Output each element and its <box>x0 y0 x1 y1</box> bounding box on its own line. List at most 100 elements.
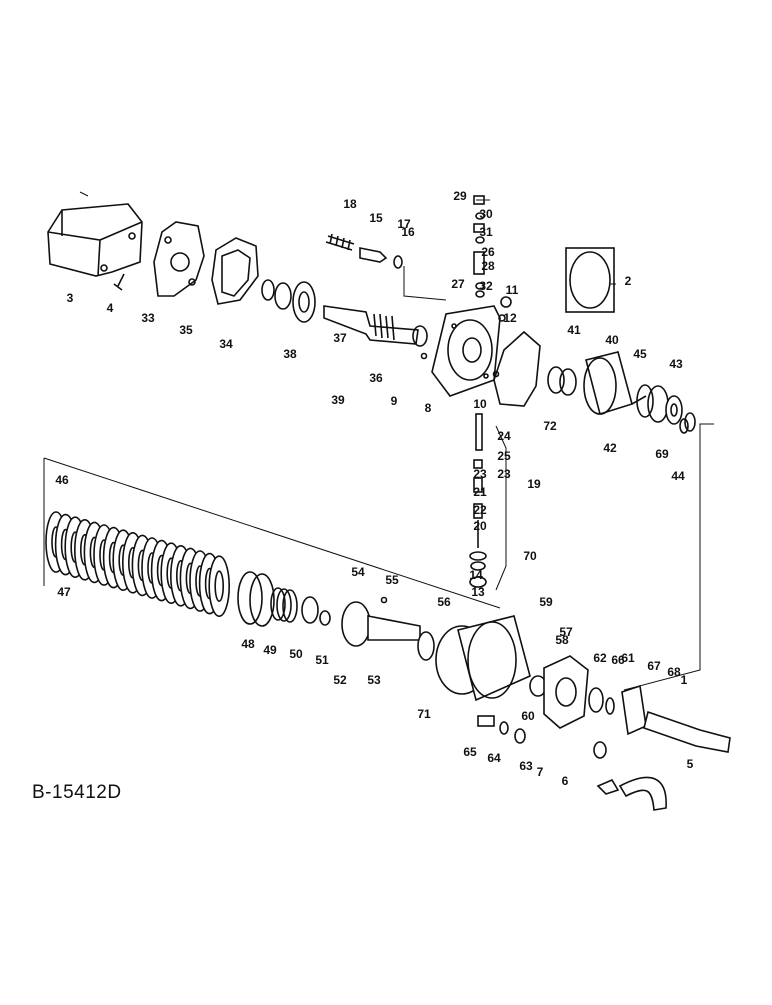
callout-17: 17 <box>397 217 411 231</box>
part-49-plate <box>237 571 263 625</box>
callout-2: 2 <box>625 274 632 288</box>
callout-18: 18 <box>343 197 357 211</box>
part-67-bracket <box>621 684 647 736</box>
part-54-gear-shaft <box>341 601 421 647</box>
callout-45: 45 <box>633 347 647 361</box>
part-64-washer <box>499 721 509 735</box>
callout-32: 32 <box>479 279 493 293</box>
part-5-tube <box>618 776 667 811</box>
callout-30: 30 <box>479 207 493 221</box>
callout-13: 13 <box>471 585 485 599</box>
callout-24: 24 <box>497 429 511 443</box>
part-71-ring <box>679 418 689 434</box>
part-47-48-clutch-pack <box>45 511 230 618</box>
callout-10: 10 <box>473 397 487 411</box>
callout-50: 50 <box>289 647 303 661</box>
callout-23: 23 <box>473 467 487 481</box>
callout-49: 49 <box>263 643 277 657</box>
part-42-rings <box>547 366 577 396</box>
part-15-plunger <box>359 247 388 263</box>
callout-51: 51 <box>315 653 329 667</box>
callout-31: 31 <box>479 225 493 239</box>
callout-67: 67 <box>647 659 661 673</box>
part-57-housing <box>457 615 531 702</box>
callout-39: 39 <box>331 393 345 407</box>
part-8-housing <box>431 305 501 397</box>
part-41-drum <box>583 351 647 416</box>
callout-53: 53 <box>367 673 381 687</box>
part-44-hub <box>665 395 683 425</box>
part-65-pin <box>477 715 495 727</box>
callout-22: 22 <box>473 503 487 517</box>
callout-33: 33 <box>141 311 155 325</box>
callout-37: 37 <box>333 331 347 345</box>
callout-72: 72 <box>543 419 557 433</box>
callout-48: 48 <box>241 637 255 651</box>
part-56-ball <box>380 596 388 604</box>
part-73-gasket <box>493 330 541 407</box>
callout-14: 14 <box>469 568 483 582</box>
callout-58: 58 <box>555 633 569 647</box>
callout-43: 43 <box>669 357 683 371</box>
part-61-bearing <box>588 687 604 713</box>
callout-28: 28 <box>481 259 495 273</box>
callout-6: 6 <box>562 774 569 788</box>
callout-41: 41 <box>567 323 581 337</box>
callout-61: 61 <box>621 651 635 665</box>
callout-20: 20 <box>473 519 487 533</box>
part-35-ring <box>261 279 275 301</box>
part-38-snap-ring <box>412 325 428 347</box>
part-4-bolt <box>113 273 125 291</box>
part-52-washer <box>301 596 319 624</box>
callout-64: 64 <box>487 751 501 765</box>
callout-9: 9 <box>391 394 398 408</box>
part-46-ring <box>636 384 654 418</box>
callout-63: 63 <box>519 759 533 773</box>
callout-60: 60 <box>521 709 535 723</box>
part-2-o-ring <box>565 247 615 313</box>
callout-21: 21 <box>473 485 487 499</box>
callout-36: 36 <box>369 371 383 385</box>
part-34-plate <box>153 221 205 297</box>
callout-12: 12 <box>503 311 517 325</box>
callout-42: 42 <box>603 441 617 455</box>
callout-23: 23 <box>497 467 511 481</box>
clutch-disc-bore <box>214 570 224 603</box>
part-29-33-valve-stack <box>473 195 485 298</box>
callout-66: 66 <box>611 653 625 667</box>
callout-70: 70 <box>523 549 537 563</box>
part-9-ball <box>420 352 428 360</box>
part-36-gasket <box>211 237 259 305</box>
callout-65: 65 <box>463 745 477 759</box>
callout-1: 1 <box>681 673 688 687</box>
part-40-bearing <box>292 281 316 323</box>
callout-11: 11 <box>506 283 519 297</box>
part-11-plug <box>500 296 512 308</box>
callout-15: 15 <box>369 211 383 225</box>
part-50-plate <box>249 573 275 627</box>
part-62-cover <box>543 655 589 729</box>
part-18-spring <box>325 233 355 251</box>
part-19-valve-assembly <box>469 413 487 588</box>
part-6-clip <box>596 778 620 795</box>
callout-56: 56 <box>437 595 451 609</box>
callout-35: 35 <box>179 323 193 337</box>
part-63-ring <box>514 728 526 744</box>
callout-25: 25 <box>497 449 511 463</box>
part-66-ring <box>605 697 615 715</box>
part-45-ring <box>684 412 696 432</box>
callout-3: 3 <box>67 291 74 305</box>
callout-69: 69 <box>655 447 669 461</box>
part-53-ring <box>319 610 331 626</box>
part-39-washer <box>274 282 292 310</box>
callout-68: 68 <box>667 665 681 679</box>
leader-lines <box>43 191 714 691</box>
callout-26: 26 <box>481 245 495 259</box>
callout-71: 71 <box>417 707 431 721</box>
clutch-disc <box>208 555 230 618</box>
callout-59: 59 <box>539 595 553 609</box>
part-1-shaft <box>643 710 731 753</box>
callout-47: 47 <box>57 585 71 599</box>
